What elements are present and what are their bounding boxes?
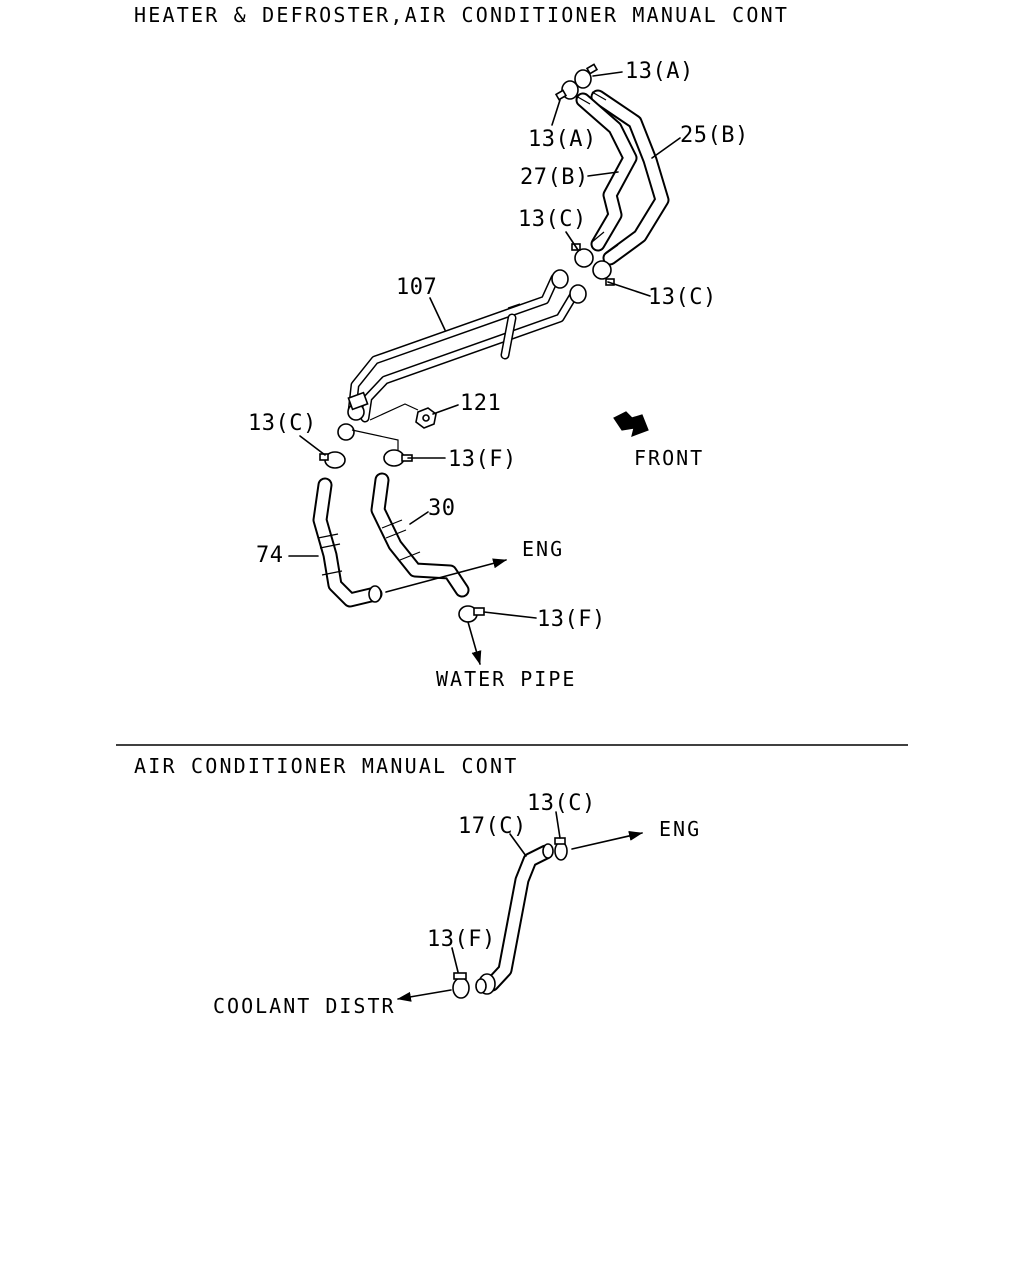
callout-13c-right: 13(C) xyxy=(648,285,717,310)
hose-25b xyxy=(590,89,670,266)
callout-74: 74 xyxy=(256,543,284,568)
callout-13a-left: 13(A) xyxy=(528,127,597,152)
eng-ac-arrow xyxy=(571,831,643,850)
clamp-13f-low xyxy=(458,605,485,623)
nut-121 xyxy=(369,403,437,429)
hose-17c xyxy=(475,843,554,995)
callout-13c-left: 13(C) xyxy=(248,411,317,436)
pipe-107-fittings xyxy=(337,269,587,441)
callout-121: 121 xyxy=(460,391,501,416)
clamp-13c-left xyxy=(319,451,346,469)
eng-arrow xyxy=(385,558,507,593)
clamp-13c-right xyxy=(592,260,615,286)
heater-section-title: HEATER & DEFROSTER,AIR CONDITIONER MANUA… xyxy=(134,3,789,27)
callout-13f-ac: 13(F) xyxy=(427,927,496,952)
note-eng-top: ENG xyxy=(522,537,564,561)
ac-section-title: AIR CONDITIONER MANUAL CONT xyxy=(134,754,519,778)
hose-74 xyxy=(312,477,383,608)
callout-30: 30 xyxy=(428,496,456,521)
clamp-guide-line xyxy=(351,429,399,450)
leader-lines-lower xyxy=(451,811,561,973)
callout-13f-low: 13(F) xyxy=(537,607,606,632)
water-pipe-arrow xyxy=(467,621,482,665)
note-eng-ac: ENG xyxy=(659,817,701,841)
callout-25b: 25(B) xyxy=(680,123,749,148)
callout-17c: 17(C) xyxy=(458,814,527,839)
clamp-13f-ac xyxy=(452,972,470,999)
note-coolant-distr: COOLANT DISTR xyxy=(213,994,396,1018)
note-front: FRONT xyxy=(634,446,704,470)
callout-107: 107 xyxy=(396,275,437,300)
callout-13c-ac: 13(C) xyxy=(527,791,596,816)
front-arrow-icon xyxy=(613,411,649,437)
clamp-13c-upper xyxy=(571,243,594,268)
clamp-13a-top xyxy=(574,63,599,89)
leader-lines-upper xyxy=(288,71,681,619)
coolant-arrow xyxy=(397,989,452,1002)
clamp-13c-ac xyxy=(554,837,568,861)
clamp-13a-left xyxy=(554,80,579,101)
callout-27b: 27(B) xyxy=(520,165,589,190)
hose-end-details xyxy=(575,91,619,256)
callout-13a-top: 13(A) xyxy=(625,59,694,84)
clamp-13f-mid xyxy=(383,449,413,467)
callout-13f-mid: 13(F) xyxy=(448,447,517,472)
hose-27b xyxy=(575,92,638,252)
note-water-pipe: WATER PIPE xyxy=(436,667,576,691)
callout-13c-upper: 13(C) xyxy=(518,207,587,232)
